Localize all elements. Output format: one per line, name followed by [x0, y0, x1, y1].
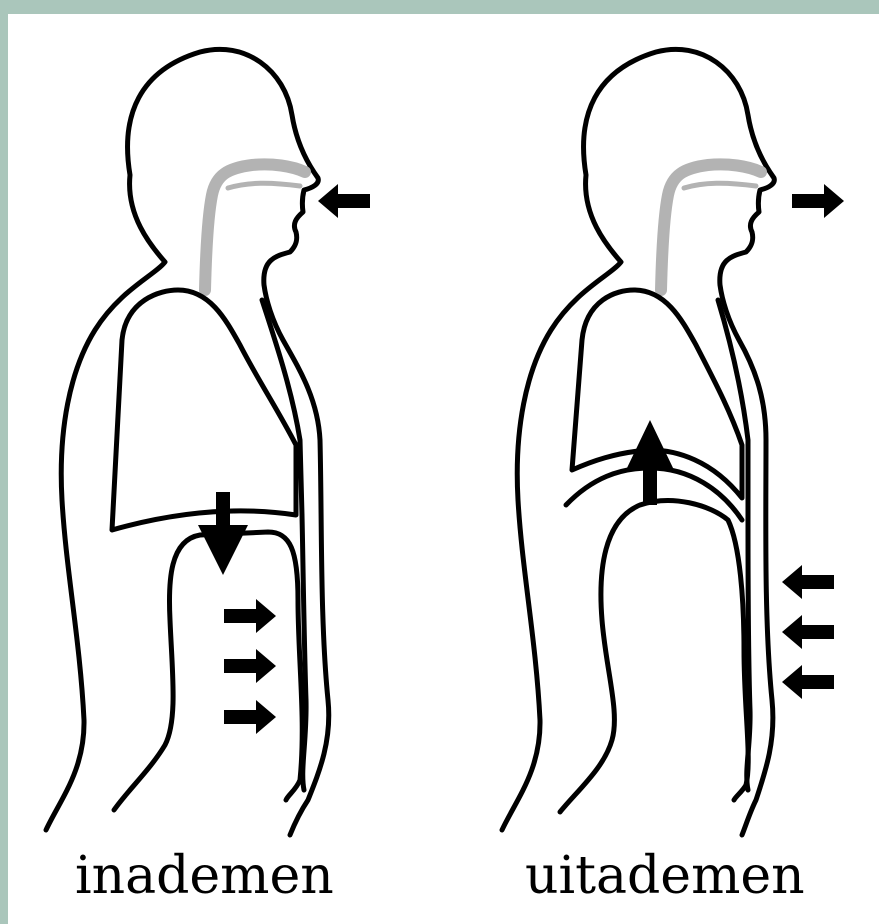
inhale-figure	[46, 49, 370, 835]
exhale-abdomen	[560, 501, 748, 812]
inhale-abdomen	[114, 532, 302, 810]
exhale-belly-arrow	[782, 565, 834, 599]
inhale-belly-arrow	[224, 599, 276, 633]
exhale-figure	[502, 49, 844, 835]
inhale-air-in-arrow	[318, 184, 370, 218]
exhale-belly-arrow	[782, 615, 834, 649]
inhale-caption: inademen	[75, 850, 334, 902]
exhale-belly-arrow	[782, 665, 834, 699]
exhale-caption: uitademen	[525, 850, 805, 902]
inhale-belly-arrow	[224, 649, 276, 683]
inhale-belly-arrow	[224, 700, 276, 734]
exhale-diaphragm-arrow	[626, 420, 674, 505]
inhale-diaphragm-arrow	[198, 492, 248, 575]
exhale-air-out-arrow	[792, 184, 844, 218]
